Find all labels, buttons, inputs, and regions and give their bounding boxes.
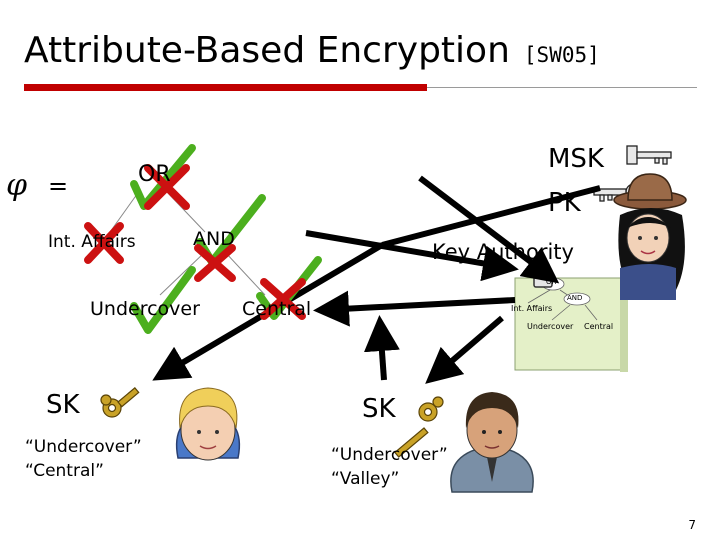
user-left-attr-central: “Central”: [25, 461, 104, 481]
check-mark-undercover: [130, 266, 196, 334]
doc-edge-1: [527, 289, 551, 304]
title-underline-rule: [427, 87, 697, 88]
msk-label: MSK: [548, 144, 604, 174]
arrow-right-user-to-authority: [363, 315, 400, 381]
tree-leaf-central: Central: [242, 298, 312, 320]
title-text: Attribute-Based Encryption: [24, 30, 510, 71]
arrow-pk-to-tree: [381, 185, 601, 248]
user-right-attr-valley: “Valley”: [331, 469, 400, 489]
citation: [SW05]: [523, 43, 600, 67]
hat-crown: [627, 173, 673, 201]
doc-edge-3: [551, 304, 571, 321]
doc-node-and: AND: [567, 294, 583, 302]
user-left-avatar: [175, 387, 241, 461]
msk-key-icon: [626, 145, 672, 165]
doc-node-or: OR: [546, 278, 557, 286]
sk-label-right: SK: [362, 394, 396, 424]
cross-mark-int-affairs: [84, 222, 124, 264]
tie: [486, 452, 498, 482]
tree-node-and: AND: [193, 228, 235, 250]
edge-and-central: [224, 251, 266, 296]
document-shadow: [620, 284, 628, 372]
policy-symbol: φ: [6, 168, 28, 203]
arrow-to-right-user: [425, 315, 504, 384]
arrow-policy-to-authority: [305, 230, 519, 282]
tree-node-or: OR: [138, 162, 171, 187]
cross-mark-or: [144, 164, 190, 210]
key-authority-avatar: [613, 173, 687, 300]
sk-key-left-icon: [100, 387, 140, 418]
face: [626, 213, 670, 263]
title-underline-accent: [24, 84, 427, 91]
cross-mark-and: [194, 244, 236, 282]
user-right-attr-undercover: “Undercover”: [331, 445, 448, 465]
doc-edge-4: [584, 304, 598, 321]
pk-label: PK: [548, 188, 581, 218]
shirt: [620, 264, 676, 300]
key-authority-label: Key Authority: [432, 240, 574, 264]
arrow-document-to-tree: [313, 290, 516, 327]
policy-document: [514, 277, 628, 372]
doc-leaf-undercover: Undercover: [527, 322, 574, 331]
sk-label-left: SK: [46, 390, 80, 420]
tree-leaf-undercover: Undercover: [90, 298, 200, 320]
sk-key-right-icon: [394, 396, 444, 458]
user-right-avatar: [450, 392, 534, 493]
edge-or-intaffairs: [109, 189, 141, 233]
user-left-attr-undercover: “Undercover”: [25, 437, 142, 457]
doc-leaf-central: Central: [584, 322, 614, 331]
policy-equals: =: [48, 172, 69, 200]
arrow-msk-to-authority: [418, 175, 560, 284]
tree-leaf-int-affairs: Int. Affairs: [48, 232, 136, 252]
slide-title: Attribute-Based Encryption [SW05]: [24, 30, 600, 71]
hair: [465, 392, 519, 428]
bangs: [627, 217, 671, 228]
cross-mark-central: [260, 278, 306, 320]
page-number: 7: [688, 518, 696, 532]
doc-and-bubble: [563, 292, 591, 306]
edge-and-undercover: [159, 251, 206, 296]
hair: [179, 387, 238, 429]
doc-leaf-int-affairs: Int. Affairs: [511, 304, 553, 313]
